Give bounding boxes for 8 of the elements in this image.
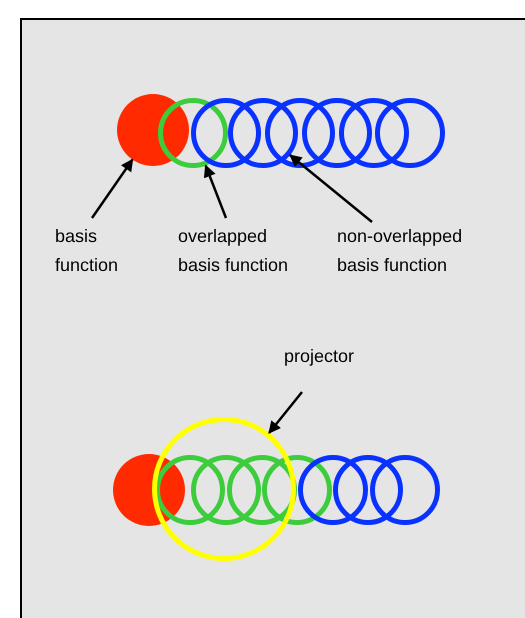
callout-label: basis function	[55, 222, 145, 280]
leader-line	[268, 391, 303, 434]
callout-label: projector	[284, 342, 384, 371]
leader-line	[90, 158, 134, 219]
callout-label: overlapped basis function	[178, 222, 293, 280]
leader-line	[289, 154, 373, 223]
callout-label: non-overlapped basis function	[337, 222, 507, 280]
leader-line	[204, 164, 228, 218]
